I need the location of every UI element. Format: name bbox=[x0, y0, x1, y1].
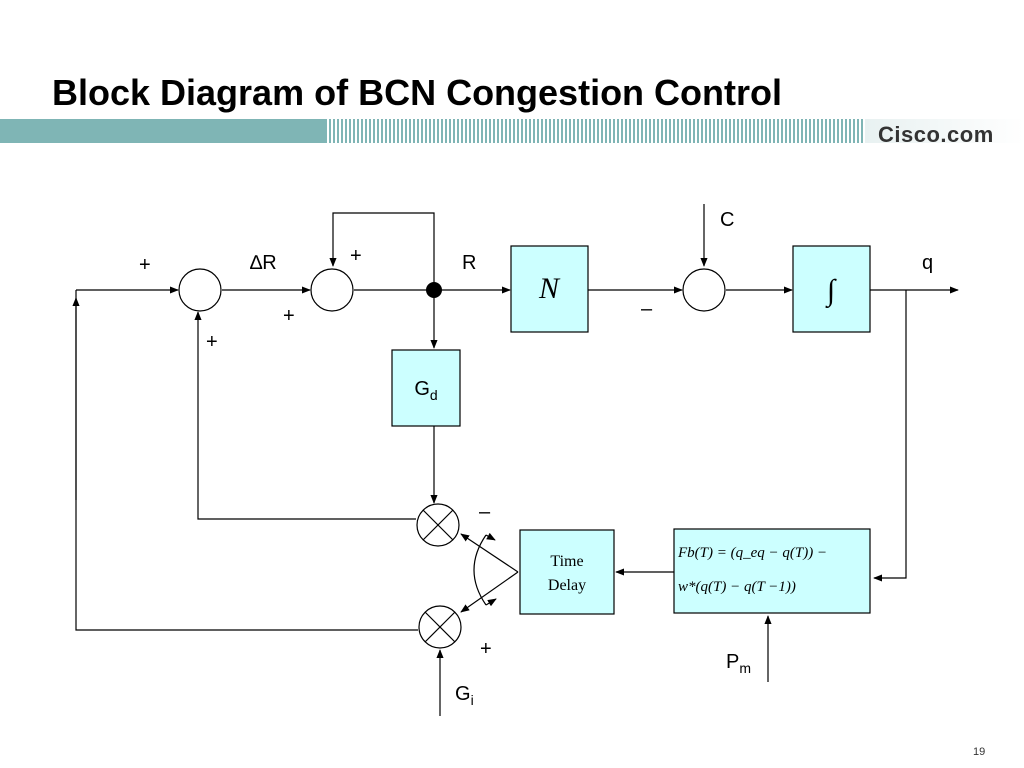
line-q-to-feedback bbox=[873, 290, 907, 582]
summing-junction-1 bbox=[178, 268, 222, 312]
feedback-equation-line1: Fb(T) = (q_eq − q(T)) − bbox=[677, 545, 827, 561]
delay-to-mult1-arrow bbox=[460, 533, 519, 573]
delta-r-label: ∆R bbox=[250, 252, 277, 274]
multiplier-1 bbox=[416, 503, 460, 547]
network-block bbox=[510, 245, 589, 333]
capacity-label: C bbox=[720, 209, 734, 231]
delay-switch-curve bbox=[473, 534, 487, 606]
plus-sign-input: + bbox=[139, 254, 151, 276]
plus-sign-gi: + bbox=[480, 638, 492, 660]
header-band bbox=[0, 119, 325, 143]
queue-label: q bbox=[922, 252, 933, 274]
time-delay-label-line2: Delay bbox=[548, 577, 586, 594]
pm-label: Pm bbox=[726, 651, 751, 676]
page-number: 19 bbox=[973, 746, 986, 758]
minus-sign-gd: – bbox=[479, 501, 491, 523]
summing-junction-2 bbox=[310, 268, 354, 312]
r-label: R bbox=[462, 252, 476, 274]
line-mult1-to-sum1 bbox=[194, 311, 416, 520]
integrator-block-label: ∫ bbox=[825, 274, 837, 309]
brand-logo: Cisco.com bbox=[878, 122, 994, 147]
rate-loop-line bbox=[329, 212, 435, 290]
plus-sign-loop-top: + bbox=[350, 245, 362, 267]
time-delay-label-line1: Time bbox=[550, 553, 583, 570]
summing-junction-3 bbox=[682, 268, 726, 312]
delay-to-mult2-arrow bbox=[460, 571, 519, 613]
branch-node bbox=[426, 282, 442, 298]
time-delay-block bbox=[519, 529, 615, 615]
slide-title: Block Diagram of BCN Congestion Control bbox=[52, 72, 783, 113]
switch-upper-arm bbox=[485, 532, 496, 541]
header-band-stripes bbox=[325, 119, 865, 143]
integrator-block bbox=[792, 245, 871, 333]
gi-label: Gi bbox=[455, 683, 474, 708]
minus-sign-network: – bbox=[641, 298, 653, 320]
multiplier-2 bbox=[418, 605, 462, 649]
network-block-label: N bbox=[538, 272, 561, 305]
feedback-equation-block bbox=[673, 528, 871, 614]
line-mult2-to-input bbox=[75, 290, 418, 631]
feedback-equation-line2: w*(q(T) − q(T −1)) bbox=[678, 579, 796, 595]
plus-sign-loop-bottom: + bbox=[283, 305, 295, 327]
switch-lower-arm bbox=[485, 598, 497, 607]
gd-block bbox=[391, 349, 461, 427]
header-band-fade bbox=[865, 119, 1024, 143]
plus-sign-feedback: + bbox=[206, 331, 218, 353]
gd-label: Gd bbox=[414, 378, 437, 403]
